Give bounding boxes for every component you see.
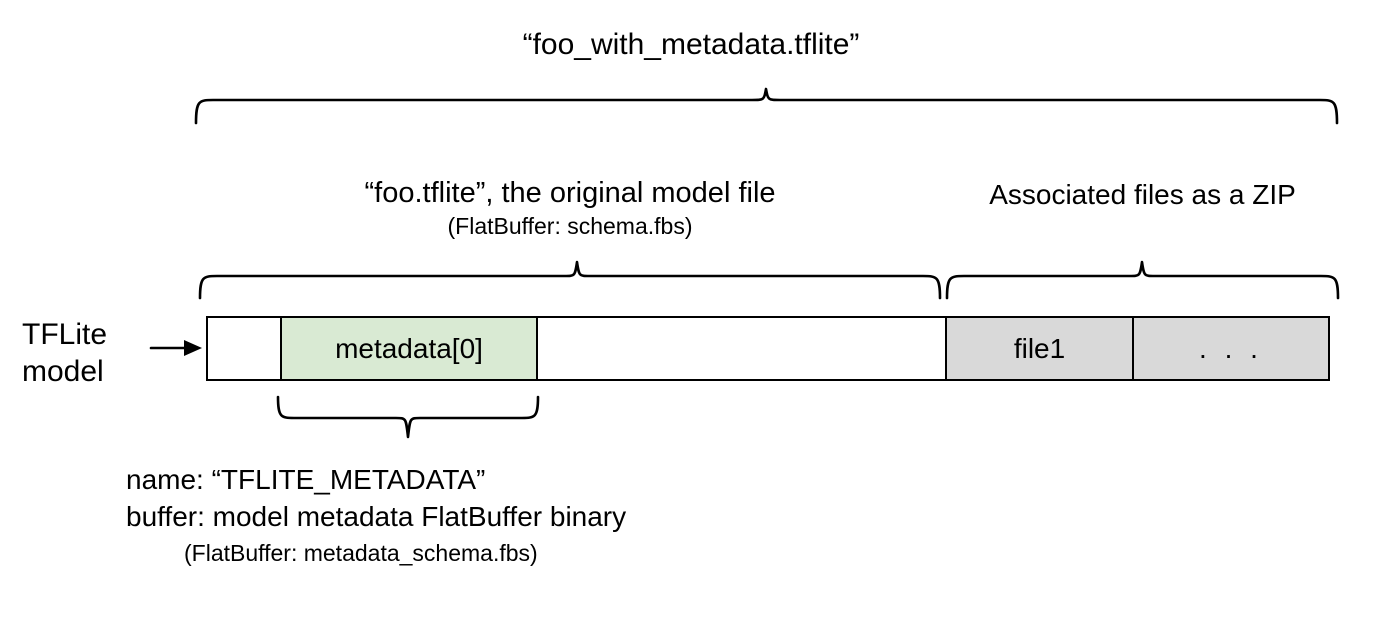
brace-full-file xyxy=(194,87,1339,125)
diagram-title: “foo_with_metadata.tflite” xyxy=(522,28,860,61)
metadata-note-name: name: “TFLITE_METADATA” xyxy=(126,464,486,495)
metadata-note-schema: (FlatBuffer: metadata_schema.fbs) xyxy=(184,539,538,566)
metadata-note: name: “TFLITE_METADATA” buffer: model me… xyxy=(126,462,626,568)
brace-associated-files xyxy=(945,260,1340,300)
bar-segment-zip-more-files: . . . xyxy=(1134,318,1328,379)
tflite-model-caption-line1: TFLite xyxy=(22,318,108,351)
tflite-model-caption: TFLite model xyxy=(22,317,152,390)
metadata-note-buffer: buffer: model metadata FlatBuffer binary xyxy=(126,500,627,532)
group-label-model-file-main: “foo.tflite”, the original model file xyxy=(364,177,776,209)
bar-segment-leading-bytes xyxy=(208,318,280,379)
bar-segment-model-body xyxy=(538,318,945,379)
tflite-model-caption-line2: model xyxy=(22,354,104,388)
brace-metadata-entry xyxy=(276,395,540,439)
tflite-model-bar: metadata[0] file1 . . . xyxy=(206,316,1330,381)
bar-segment-metadata-entry: metadata[0] xyxy=(280,318,538,379)
group-label-associated-files: Associated files as a ZIP xyxy=(989,179,1296,210)
bar-segment-zip-file1: file1 xyxy=(945,318,1134,379)
right-arrow-icon xyxy=(184,340,202,356)
group-label-model-file: “foo.tflite”, the original model file (F… xyxy=(200,176,940,240)
brace-model-file xyxy=(198,260,942,300)
group-label-model-file-sub: (FlatBuffer: schema.fbs) xyxy=(447,213,693,240)
